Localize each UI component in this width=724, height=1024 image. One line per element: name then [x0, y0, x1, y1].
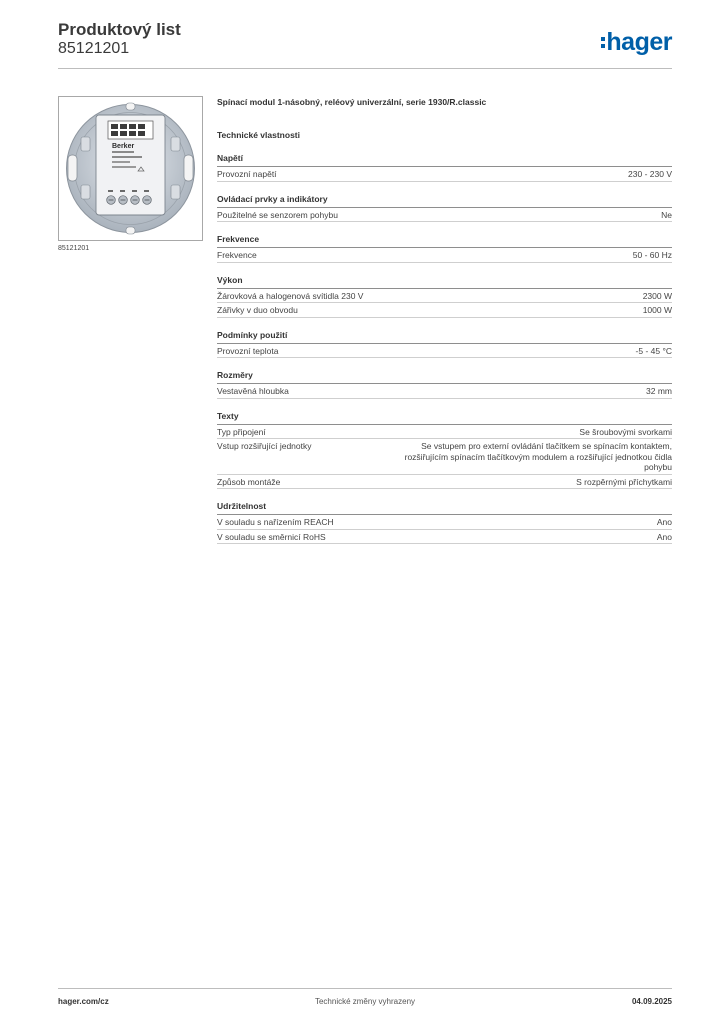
spec-group-sustainability: Udržitelnost V souladu s nařízením REACH…: [217, 500, 672, 544]
spec-group-texts: Texty Typ připojení Se šroubovými svorka…: [217, 410, 672, 489]
hager-logo: hager: [601, 29, 672, 55]
header-divider: [58, 68, 672, 69]
spec-value: S rozpěrnými příchytkami: [576, 476, 672, 487]
footer-website-link[interactable]: hager.com/cz: [58, 997, 109, 1006]
group-title: Podmínky použití: [217, 329, 672, 344]
spec-row: Provozní napětí 230 - 230 V: [217, 167, 672, 182]
spec-value: Ano: [656, 517, 672, 527]
image-caption: 85121201: [58, 245, 90, 252]
spec-value: Ne: [661, 209, 672, 220]
spec-label: Vstup rozšiřující jednotky: [217, 441, 312, 451]
group-title: Texty: [217, 410, 672, 425]
group-title: Napětí: [217, 152, 672, 167]
spec-row: Použitelné se senzorem pohybu Ne: [217, 208, 672, 222]
group-title: Rozměry: [217, 369, 672, 384]
spec-label: Způsob montáže: [217, 476, 281, 487]
footer-divider: [58, 988, 672, 989]
spec-group-conditions: Podmínky použití Provozní teplota -5 - 4…: [217, 329, 672, 358]
spec-value: 1000 W: [642, 305, 672, 315]
spec-label: Provozní napětí: [217, 169, 277, 179]
spec-group-controls: Ovládací prvky a indikátory Použitelné s…: [217, 193, 672, 222]
spec-value: 50 - 60 Hz: [632, 250, 672, 260]
spec-row: V souladu se směrnicí RoHS Ano: [217, 530, 672, 544]
spec-group-frequency: Frekvence Frekvence 50 - 60 Hz: [217, 233, 672, 263]
spec-row: V souladu s nařízením REACH Ano: [217, 515, 672, 530]
spec-row: Vstup rozšiřující jednotky Se vstupem pr…: [217, 439, 672, 475]
spec-label: Typ připojení: [217, 426, 266, 437]
group-title: Výkon: [217, 274, 672, 289]
spec-group-power: Výkon Žárovková a halogenová svítidla 23…: [217, 274, 672, 318]
spec-row: Typ připojení Se šroubovými svorkami: [217, 425, 672, 439]
spec-label: Použitelné se senzorem pohybu: [217, 209, 338, 220]
spec-label: Zářivky v duo obvodu: [217, 305, 298, 315]
spec-label: Provozní teplota: [217, 345, 279, 356]
spec-label: Vestavěná hloubka: [217, 386, 289, 396]
spec-row: Žárovková a halogenová svítidla 230 V 23…: [217, 289, 672, 303]
spec-row: Způsob montáže S rozpěrnými příchytkami: [217, 475, 672, 489]
footer-note: Technické změny vyhrazeny: [314, 997, 416, 1006]
logo-text: hager: [606, 28, 672, 56]
footer-date: 04.09.2025: [631, 997, 672, 1006]
spec-label: V souladu s nařízením REACH: [217, 517, 334, 527]
device-brand-label: Berker: [112, 143, 134, 150]
spec-content: Spínací modul 1-násobný, reléový univerz…: [217, 96, 672, 544]
spec-label: Žárovková a halogenová svítidla 230 V: [217, 290, 364, 301]
section-title: Technické vlastnosti: [217, 130, 300, 140]
page-footer: hager.com/cz Technické změny vyhrazeny 0…: [58, 997, 672, 1011]
spec-row: Provozní teplota -5 - 45 °C: [217, 344, 672, 358]
page-header: Produktový list 85121201 hager: [58, 20, 672, 70]
spec-row: Vestavěná hloubka 32 mm: [217, 384, 672, 399]
spec-value: Se vstupem pro externí ovládání tlačítke…: [404, 441, 672, 472]
spec-value: Ano: [656, 531, 672, 542]
spec-label: Frekvence: [217, 250, 257, 260]
group-title: Frekvence: [217, 233, 672, 248]
spec-value: -5 - 45 °C: [635, 345, 672, 356]
spec-value: 32 mm: [646, 386, 672, 396]
logo-dots-icon: [601, 36, 606, 48]
relay-module-illustration: Berker: [66, 102, 195, 235]
product-image: Berker: [58, 96, 203, 241]
spec-group-voltage: Napětí Provozní napětí 230 - 230 V: [217, 152, 672, 182]
group-title: Udržitelnost: [217, 500, 672, 515]
spec-group-dimensions: Rozměry Vestavěná hloubka 32 mm: [217, 369, 672, 399]
spec-value: 230 - 230 V: [628, 169, 672, 179]
page-title: Produktový list: [58, 20, 181, 39]
product-number: 85121201: [58, 40, 130, 57]
spec-row: Frekvence 50 - 60 Hz: [217, 248, 672, 263]
spec-label: V souladu se směrnicí RoHS: [217, 531, 326, 542]
spec-row: Zářivky v duo obvodu 1000 W: [217, 303, 672, 318]
spec-value: Se šroubovými svorkami: [579, 426, 672, 437]
product-name: Spínací modul 1-násobný, reléový univerz…: [217, 97, 487, 107]
spec-value: 2300 W: [642, 290, 672, 301]
group-title: Ovládací prvky a indikátory: [217, 193, 672, 208]
